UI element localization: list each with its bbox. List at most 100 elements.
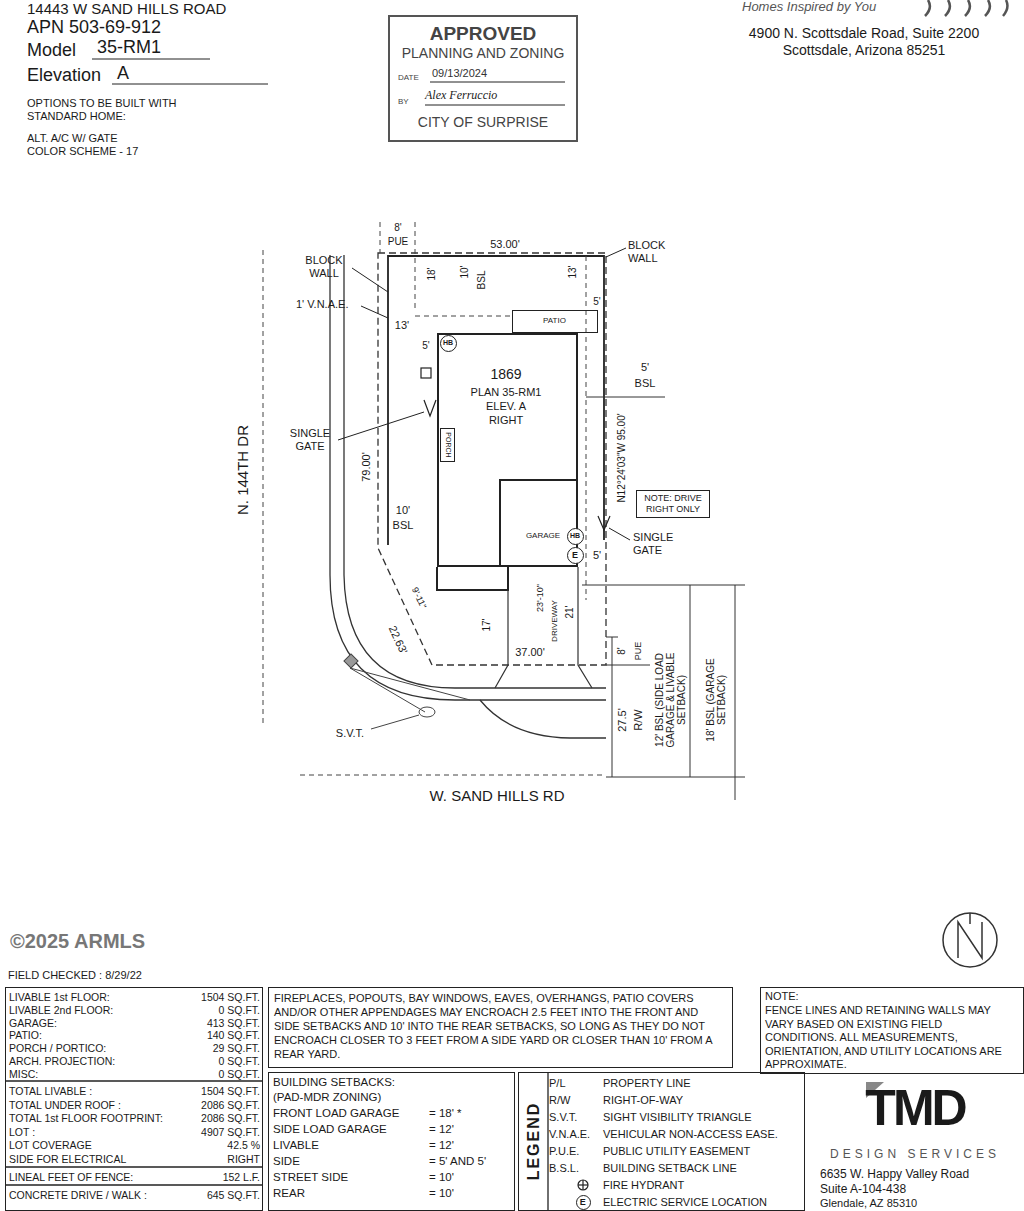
plan-box: LIVABLE 1st FLOOR:1504 SQ.FT.LIVABLE 2nd… <box>5 987 263 1211</box>
dimension-line <box>606 777 745 778</box>
node-text: 152 L.F. <box>223 1171 260 1183</box>
block-wall <box>388 256 604 545</box>
node-text: 645 SQ.FT. <box>207 1189 260 1201</box>
plan-label: 12' BSL (SIDE LOAD GARAGE & LIVABLE SETB… <box>654 638 687 763</box>
plan-label: 5' <box>593 296 600 308</box>
node-text: SIGHT VISIBILITY TRIANGLE <box>603 1111 752 1124</box>
builder-logo <box>965 0 970 16</box>
node-text: FRONT LOAD GARAGE <box>273 1107 399 1120</box>
fire-hydrant-symbol <box>578 1180 588 1190</box>
node-text: LINEAL FEET OF FENCE: <box>9 1171 133 1183</box>
plan-box: APPROVEDPLANNING AND ZONINGDATE09/13/202… <box>388 15 578 142</box>
setback-line <box>263 250 264 725</box>
leader-line <box>352 268 388 292</box>
table-divider <box>5 1184 263 1185</box>
node-text: LIVABLE 2nd FLOOR: <box>9 1004 113 1016</box>
house-outline <box>437 480 578 590</box>
node-text: = 18' * <box>429 1107 462 1120</box>
setback-line <box>415 222 416 310</box>
plan-label: 13' <box>567 265 579 278</box>
node-text: = 10' <box>429 1187 454 1200</box>
plan-box: FIREPLACES, POPOUTS, BAY WINDOWS, EAVES,… <box>268 987 733 1068</box>
node-text: BUILDING SETBACKS: <box>273 1076 395 1089</box>
leader-line <box>361 306 388 318</box>
builder-logo <box>925 0 1007 16</box>
driveway <box>495 567 592 688</box>
table-divider <box>5 1166 263 1167</box>
node-text: ARCH. PROJECTION: <box>9 1055 115 1067</box>
plan-label: 4900 N. Scottsdale Road, Suite 2200 <box>749 25 979 41</box>
node-text: = 5' AND 5' <box>429 1155 486 1168</box>
node-text: TOTAL UNDER ROOF : <box>9 1099 121 1111</box>
node-text: PORCH / PORTICO: <box>9 1042 106 1054</box>
node-text: S.V.T. <box>549 1111 577 1124</box>
plan-label: PUE <box>633 642 643 661</box>
plan-label: 9'-11" <box>410 586 429 611</box>
leader-line <box>606 248 626 257</box>
node-text: 2086 SQ.FT. <box>201 1112 260 1124</box>
node-text: DATE <box>398 73 419 82</box>
plan-box: LEGENDP/LPROPERTY LINER/WRIGHT-OF-WAYS.V… <box>518 1072 805 1211</box>
node-text: = 12' <box>429 1139 454 1152</box>
table-divider <box>547 1072 548 1211</box>
node-text: PATIO: <box>9 1029 42 1041</box>
table-divider <box>5 1072 548 1211</box>
underline <box>430 82 565 83</box>
plan-label: 17' <box>481 618 493 631</box>
plan-label: 35-RM1 <box>97 37 161 58</box>
node-text: 09/13/2024 <box>432 67 487 80</box>
plan-label: ALT. A/C W/ GATE <box>27 132 118 145</box>
plan-label: Homes Inspired by You <box>742 0 876 15</box>
plan-label: R/W <box>632 709 645 730</box>
plan-label: COLOR SCHEME - 17 <box>27 145 138 158</box>
node-text: 0 SQ.FT. <box>219 1068 260 1080</box>
node-text: PROPERTY LINE <box>603 1077 691 1090</box>
plan-label: Scottsdale, Arizona 85251 <box>783 42 946 58</box>
node-text: P/L <box>549 1077 566 1090</box>
builder-logo <box>925 0 930 16</box>
node-text: HB <box>570 532 580 540</box>
symbol-circle: E <box>576 1195 591 1210</box>
plan-label: Elevation <box>27 65 101 86</box>
node-text: HB <box>443 339 453 347</box>
dimension-line <box>690 585 691 777</box>
node-text: (PAD-MDR ZONING) <box>273 1091 381 1104</box>
plan-box: BUILDING SETBACKS: (PAD-MDR ZONING) FRONT … <box>268 1072 515 1211</box>
fire-hydrant-symbol <box>578 1180 588 1190</box>
sight-triangle <box>350 668 425 712</box>
plan-label: 13' <box>395 319 409 332</box>
node-text: APPROVED <box>430 23 537 45</box>
node-text: VEHICULAR NON-ACCESS EASE. <box>603 1128 778 1141</box>
node-text: 140 SQ.FT. <box>207 1029 260 1041</box>
sight-triangle <box>419 707 435 717</box>
plan-box: PATIO <box>512 310 598 333</box>
plan-label: 10' <box>396 504 410 517</box>
plan-label: 23'-10" <box>535 584 545 612</box>
node-text: REAR <box>273 1187 305 1200</box>
north-arrow <box>969 913 971 924</box>
plan-label: FIELD CHECKED : 8/29/22 <box>8 969 142 982</box>
site-symbol <box>421 368 610 530</box>
underline <box>112 84 268 85</box>
node-text: 413 SQ.FT. <box>207 1017 260 1029</box>
node-text: 0 SQ.FT. <box>219 1055 260 1067</box>
plan-label: 8' <box>394 222 401 234</box>
node-text: SIDE LOAD GARAGE <box>273 1123 387 1136</box>
symbol-circle: HB <box>440 335 457 352</box>
node-text: PORCH <box>443 432 451 457</box>
node-text: RIGHT <box>489 414 523 427</box>
plan-label: N12°24'03"W 95.00' <box>616 413 628 502</box>
north-arrow <box>943 913 997 967</box>
plan-label: 37.00' <box>515 646 545 659</box>
builder-logo <box>985 0 990 16</box>
node-text: GARAGE: <box>9 1017 57 1029</box>
node-text: Alex Ferruccio <box>425 89 497 103</box>
node-text: FIREPLACES, POPOUTS, BAY WINDOWS, EAVES,… <box>274 991 726 1061</box>
node-text: P.U.E. <box>549 1145 579 1158</box>
plan-label: 8' <box>616 647 628 654</box>
node-text: PUBLIC UTILITY EASEMENT <box>603 1145 750 1158</box>
node-text: LOT : <box>9 1126 35 1138</box>
node-text: 29 SQ.FT. <box>213 1042 260 1054</box>
plan-label: 18' BSL (GARAGE SETBACK) <box>705 643 727 758</box>
plan-label: ©2025 ARMLS <box>10 930 145 953</box>
